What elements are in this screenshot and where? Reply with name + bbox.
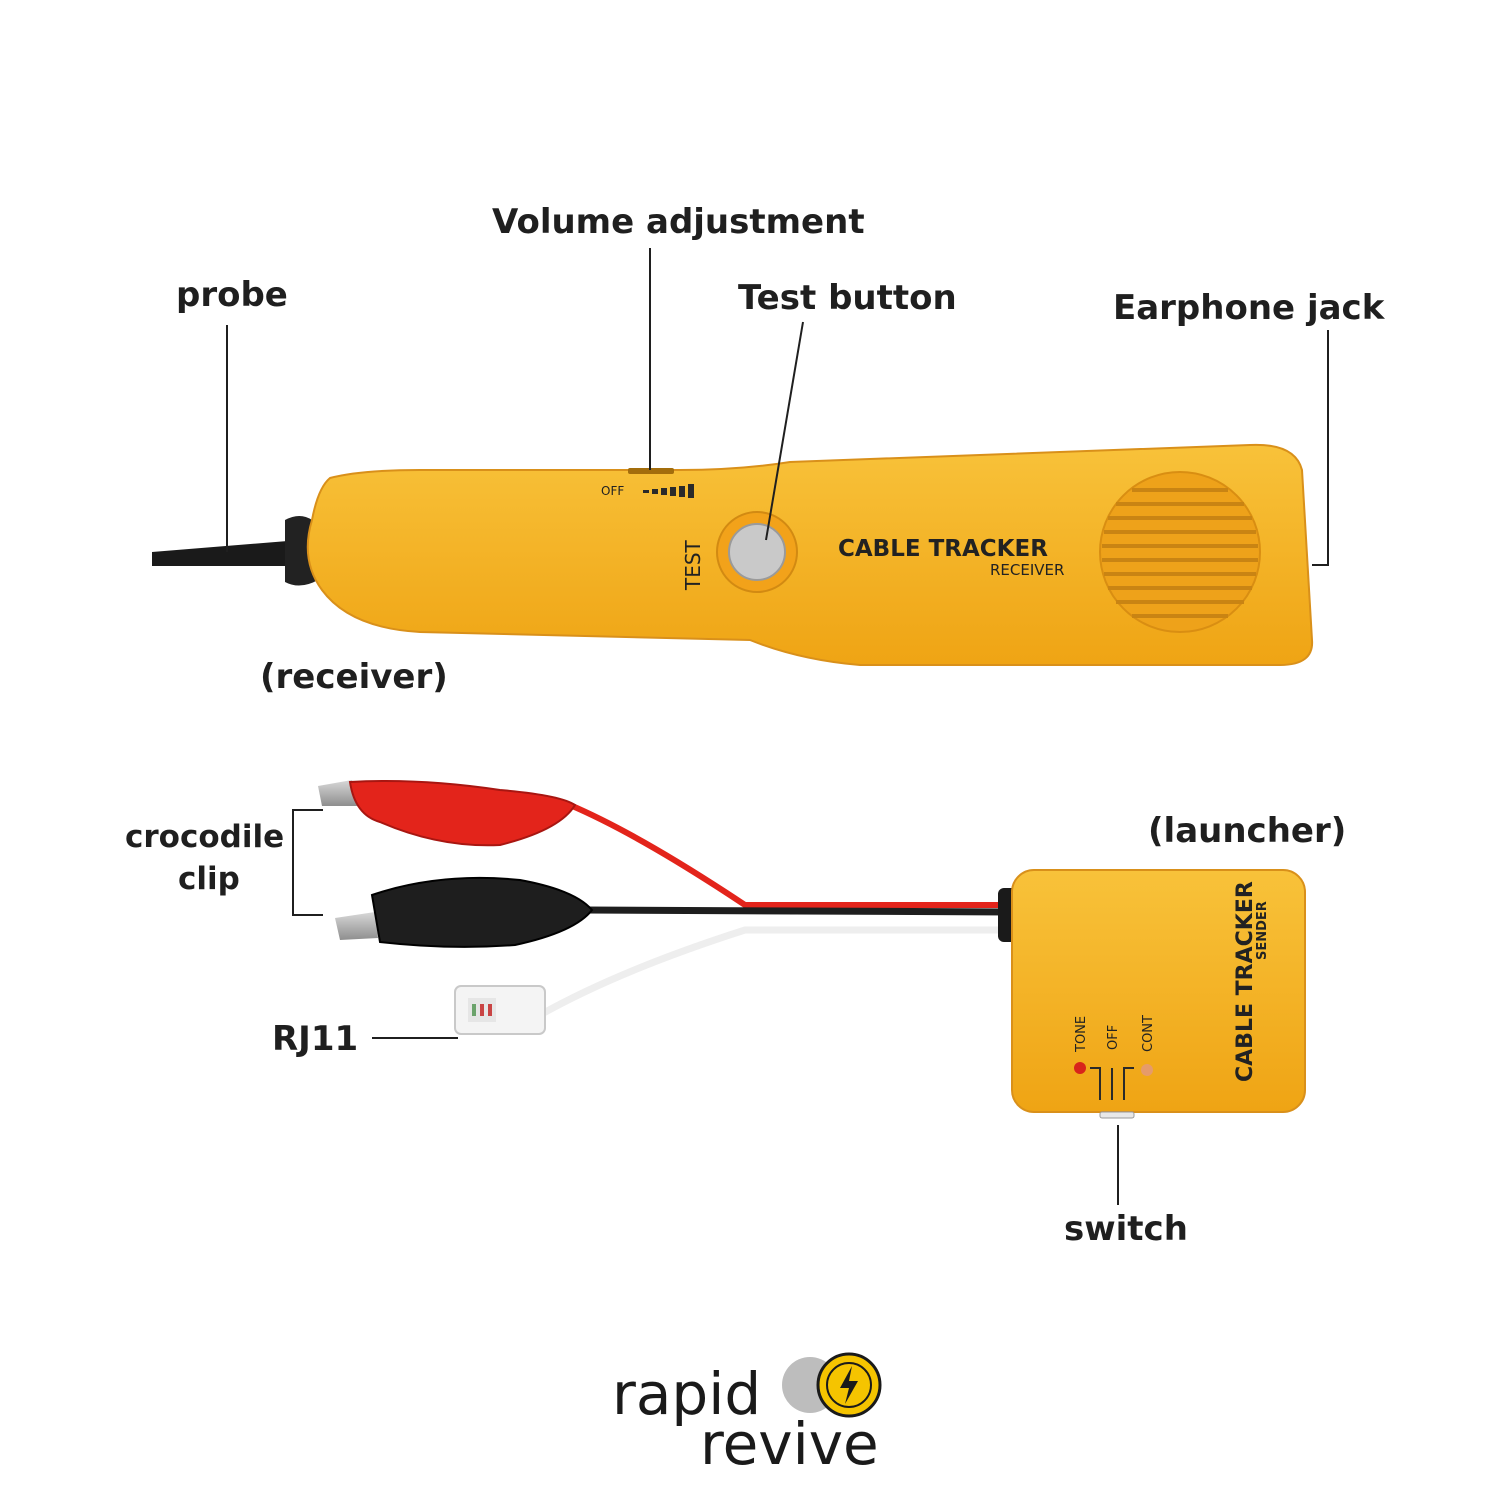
crocodile-bracket bbox=[292, 809, 323, 916]
black-crocodile-clip bbox=[335, 876, 594, 948]
lightning-bolt-icon bbox=[840, 1366, 858, 1404]
receiver-label: (receiver) bbox=[260, 657, 448, 697]
test-button[interactable] bbox=[728, 523, 786, 581]
launcher-callouts bbox=[292, 809, 1119, 1205]
launcher-model: SENDER bbox=[1255, 901, 1270, 960]
black-wire bbox=[584, 906, 1011, 916]
receiver-callouts bbox=[226, 248, 1329, 566]
test-label: TEST bbox=[681, 539, 705, 591]
test-button-label: Test button bbox=[738, 278, 957, 318]
volume-level-bars bbox=[643, 484, 694, 498]
test-button-callout-line bbox=[765, 321, 804, 541]
speaker-grill bbox=[1099, 471, 1261, 633]
cont-label: CONT bbox=[1141, 1015, 1156, 1052]
logo-text-revive: revive bbox=[700, 1410, 879, 1478]
crocodile-clip-label-line2: clip bbox=[178, 861, 240, 897]
launcher-brand: CABLE TRACKER bbox=[1233, 881, 1258, 1082]
cont-led bbox=[1141, 1064, 1153, 1076]
launcher-body bbox=[1011, 869, 1306, 1113]
red-crocodile-clip bbox=[318, 780, 577, 847]
launcher-device: CABLE TRACKER SENDER TONE OFF CONT bbox=[318, 780, 1306, 1119]
mode-switch[interactable] bbox=[1099, 1111, 1135, 1119]
launcher-label: (launcher) bbox=[1148, 811, 1347, 851]
brand-logo-mark bbox=[782, 1352, 882, 1418]
volume-adjustment-label: Volume adjustment bbox=[492, 202, 865, 242]
mode-switch-markings bbox=[1090, 1067, 1134, 1100]
tone-label: TONE bbox=[1074, 1016, 1089, 1053]
probe-label: probe bbox=[176, 275, 288, 315]
switch-label: switch bbox=[1064, 1209, 1188, 1249]
receiver-device: OFF TEST CABLE TRACKER RECEIVER bbox=[152, 443, 1314, 666]
crocodile-clip-label-line1: crocodile bbox=[125, 819, 285, 855]
red-wire bbox=[568, 802, 1010, 908]
receiver-body bbox=[306, 443, 1314, 666]
rj11-plug bbox=[454, 985, 546, 1035]
probe-tip bbox=[152, 540, 300, 566]
logo-text-rapid: rapid bbox=[612, 1360, 762, 1428]
earphone-jack-label: Earphone jack bbox=[1113, 288, 1385, 328]
receiver-model: RECEIVER bbox=[990, 561, 1064, 579]
volume-off-label: OFF bbox=[601, 484, 624, 498]
volume-wheel[interactable] bbox=[628, 468, 674, 474]
white-wire bbox=[538, 926, 1010, 1019]
tone-led bbox=[1074, 1062, 1086, 1074]
earphone-callout-line bbox=[1312, 330, 1329, 566]
off-label: OFF bbox=[1106, 1025, 1121, 1050]
rj11-label: RJ11 bbox=[272, 1019, 359, 1059]
receiver-brand: CABLE TRACKER bbox=[838, 536, 1048, 562]
